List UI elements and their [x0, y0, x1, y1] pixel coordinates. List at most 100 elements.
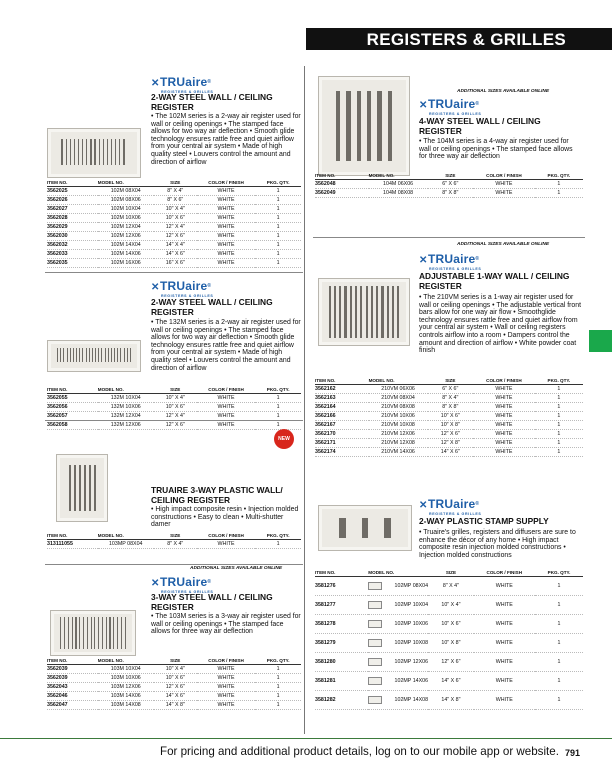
table-cell: 3562039: [47, 664, 98, 674]
section-divider: [313, 237, 585, 238]
truaire-logo-icon: ✕: [151, 78, 160, 89]
model-number: 102MP 14X06: [394, 677, 429, 684]
table-cell: 313111055: [47, 539, 98, 549]
column-header: SIZE: [153, 180, 197, 187]
table-cell: WHITE: [473, 576, 535, 596]
table-cell: 14" X 8": [153, 700, 197, 710]
table-cell: WHITE: [196, 240, 256, 250]
table-cell: 8" X 6": [153, 195, 197, 205]
louver-slot: [367, 91, 372, 161]
louver-slot: [64, 617, 66, 649]
table-cell: 102M 12X06: [97, 231, 154, 241]
louver-slot: [349, 286, 352, 338]
table-cell: WHITE: [196, 222, 256, 232]
table-cell: 10" X 4": [153, 664, 197, 674]
brand-tagline: REGISTERS & GRILLES: [429, 112, 482, 116]
louver-slot: [119, 139, 121, 165]
table-cell: 210VM 14X06: [368, 447, 428, 457]
louver-slot: [356, 91, 361, 161]
table-cell: 1: [255, 402, 301, 412]
table-cell: 12" X 6": [427, 429, 474, 439]
column-header: MODEL NO.: [368, 173, 428, 180]
table-cell: 3562046: [47, 691, 98, 701]
table-cell: 102M 10X06: [97, 213, 154, 223]
table-cell: 1: [534, 595, 583, 615]
louver-slot: [79, 617, 81, 649]
louver-slot: [93, 465, 96, 511]
brand-logo: ✕TRUaire® REGISTERS & GRILLES: [151, 575, 214, 594]
table-cell: 14" X 6": [153, 691, 197, 701]
louver-slot: [60, 348, 62, 362]
louver-slot: [124, 617, 126, 649]
register-thumbnail-icon: [368, 696, 383, 704]
table-cell: WHITE: [473, 179, 535, 189]
table-cell: 3562032: [47, 240, 98, 250]
table-cell: 210VM 06X06: [368, 384, 428, 394]
column-header: PKG. QTY.: [534, 570, 583, 577]
table-cell: WHITE: [473, 671, 535, 691]
model-number: 102MP 10X06: [394, 620, 429, 627]
table-cell: WHITE: [196, 393, 256, 403]
table-cell: 3562029: [47, 222, 98, 232]
louver-slot: [67, 617, 69, 649]
truaire-logo-icon: ✕: [419, 100, 428, 111]
column-header: ITEM NO.: [315, 173, 369, 180]
table-cell: 12" X 6": [153, 231, 197, 241]
table-cell: 3581277: [315, 595, 369, 615]
table-cell: 3562025: [47, 186, 98, 196]
table-cell: 3562056: [47, 402, 98, 412]
table-cell: 3562049: [315, 188, 369, 198]
table-cell: WHITE: [196, 204, 256, 214]
brand-logo: ✕TRUaire® REGISTERS & GRILLES: [419, 97, 482, 116]
table-cell: 14" X 6": [153, 249, 197, 259]
table-cell: WHITE: [196, 700, 256, 710]
column-header: ITEM NO.: [47, 658, 98, 665]
table-cell: 210VM 10X08: [368, 420, 428, 430]
louver-slot: [104, 348, 106, 362]
louver-slot: [76, 348, 78, 362]
louver-slot: [370, 286, 373, 338]
register-thumbnail-icon: [368, 658, 383, 666]
table-cell: 102M 10X04: [97, 204, 154, 214]
table-cell: 103M 12X06: [97, 682, 154, 692]
louver-slot: [101, 617, 103, 649]
louver-slot: [336, 91, 341, 161]
louver-slot: [360, 286, 363, 338]
truaire-logo-icon: ✕: [419, 255, 428, 266]
table-cell: 103M 10X04: [97, 664, 154, 674]
table-cell: 10" X 6": [153, 213, 197, 223]
table-cell: WHITE: [473, 384, 535, 394]
table-cell: WHITE: [473, 447, 535, 457]
louver-slot: [120, 348, 122, 362]
column-header: MODEL NO.: [97, 387, 154, 394]
table-cell: 102MP 14X08: [368, 690, 429, 710]
brand-name: TRUaire: [160, 575, 208, 589]
table-cell: 1: [255, 240, 301, 250]
column-header: COLOR / FINISH: [473, 378, 535, 385]
brand-tagline: REGISTERS & GRILLES: [161, 90, 214, 94]
table-cell: WHITE: [196, 420, 256, 430]
louver-slot: [120, 617, 122, 649]
section-divider: [45, 420, 303, 421]
table-cell: WHITE: [473, 652, 535, 672]
table-cell: 6" X 6": [427, 384, 474, 394]
table-cell: 10" X 4": [153, 204, 197, 214]
table-cell: 3562043: [47, 682, 98, 692]
table-cell: 3562170: [315, 429, 369, 439]
louver-slot: [376, 286, 379, 338]
product-image-103mp: [56, 454, 108, 522]
table-cell: 3562162: [315, 384, 369, 394]
louver-slot: [95, 348, 97, 362]
table-cell: 3562163: [315, 393, 369, 403]
